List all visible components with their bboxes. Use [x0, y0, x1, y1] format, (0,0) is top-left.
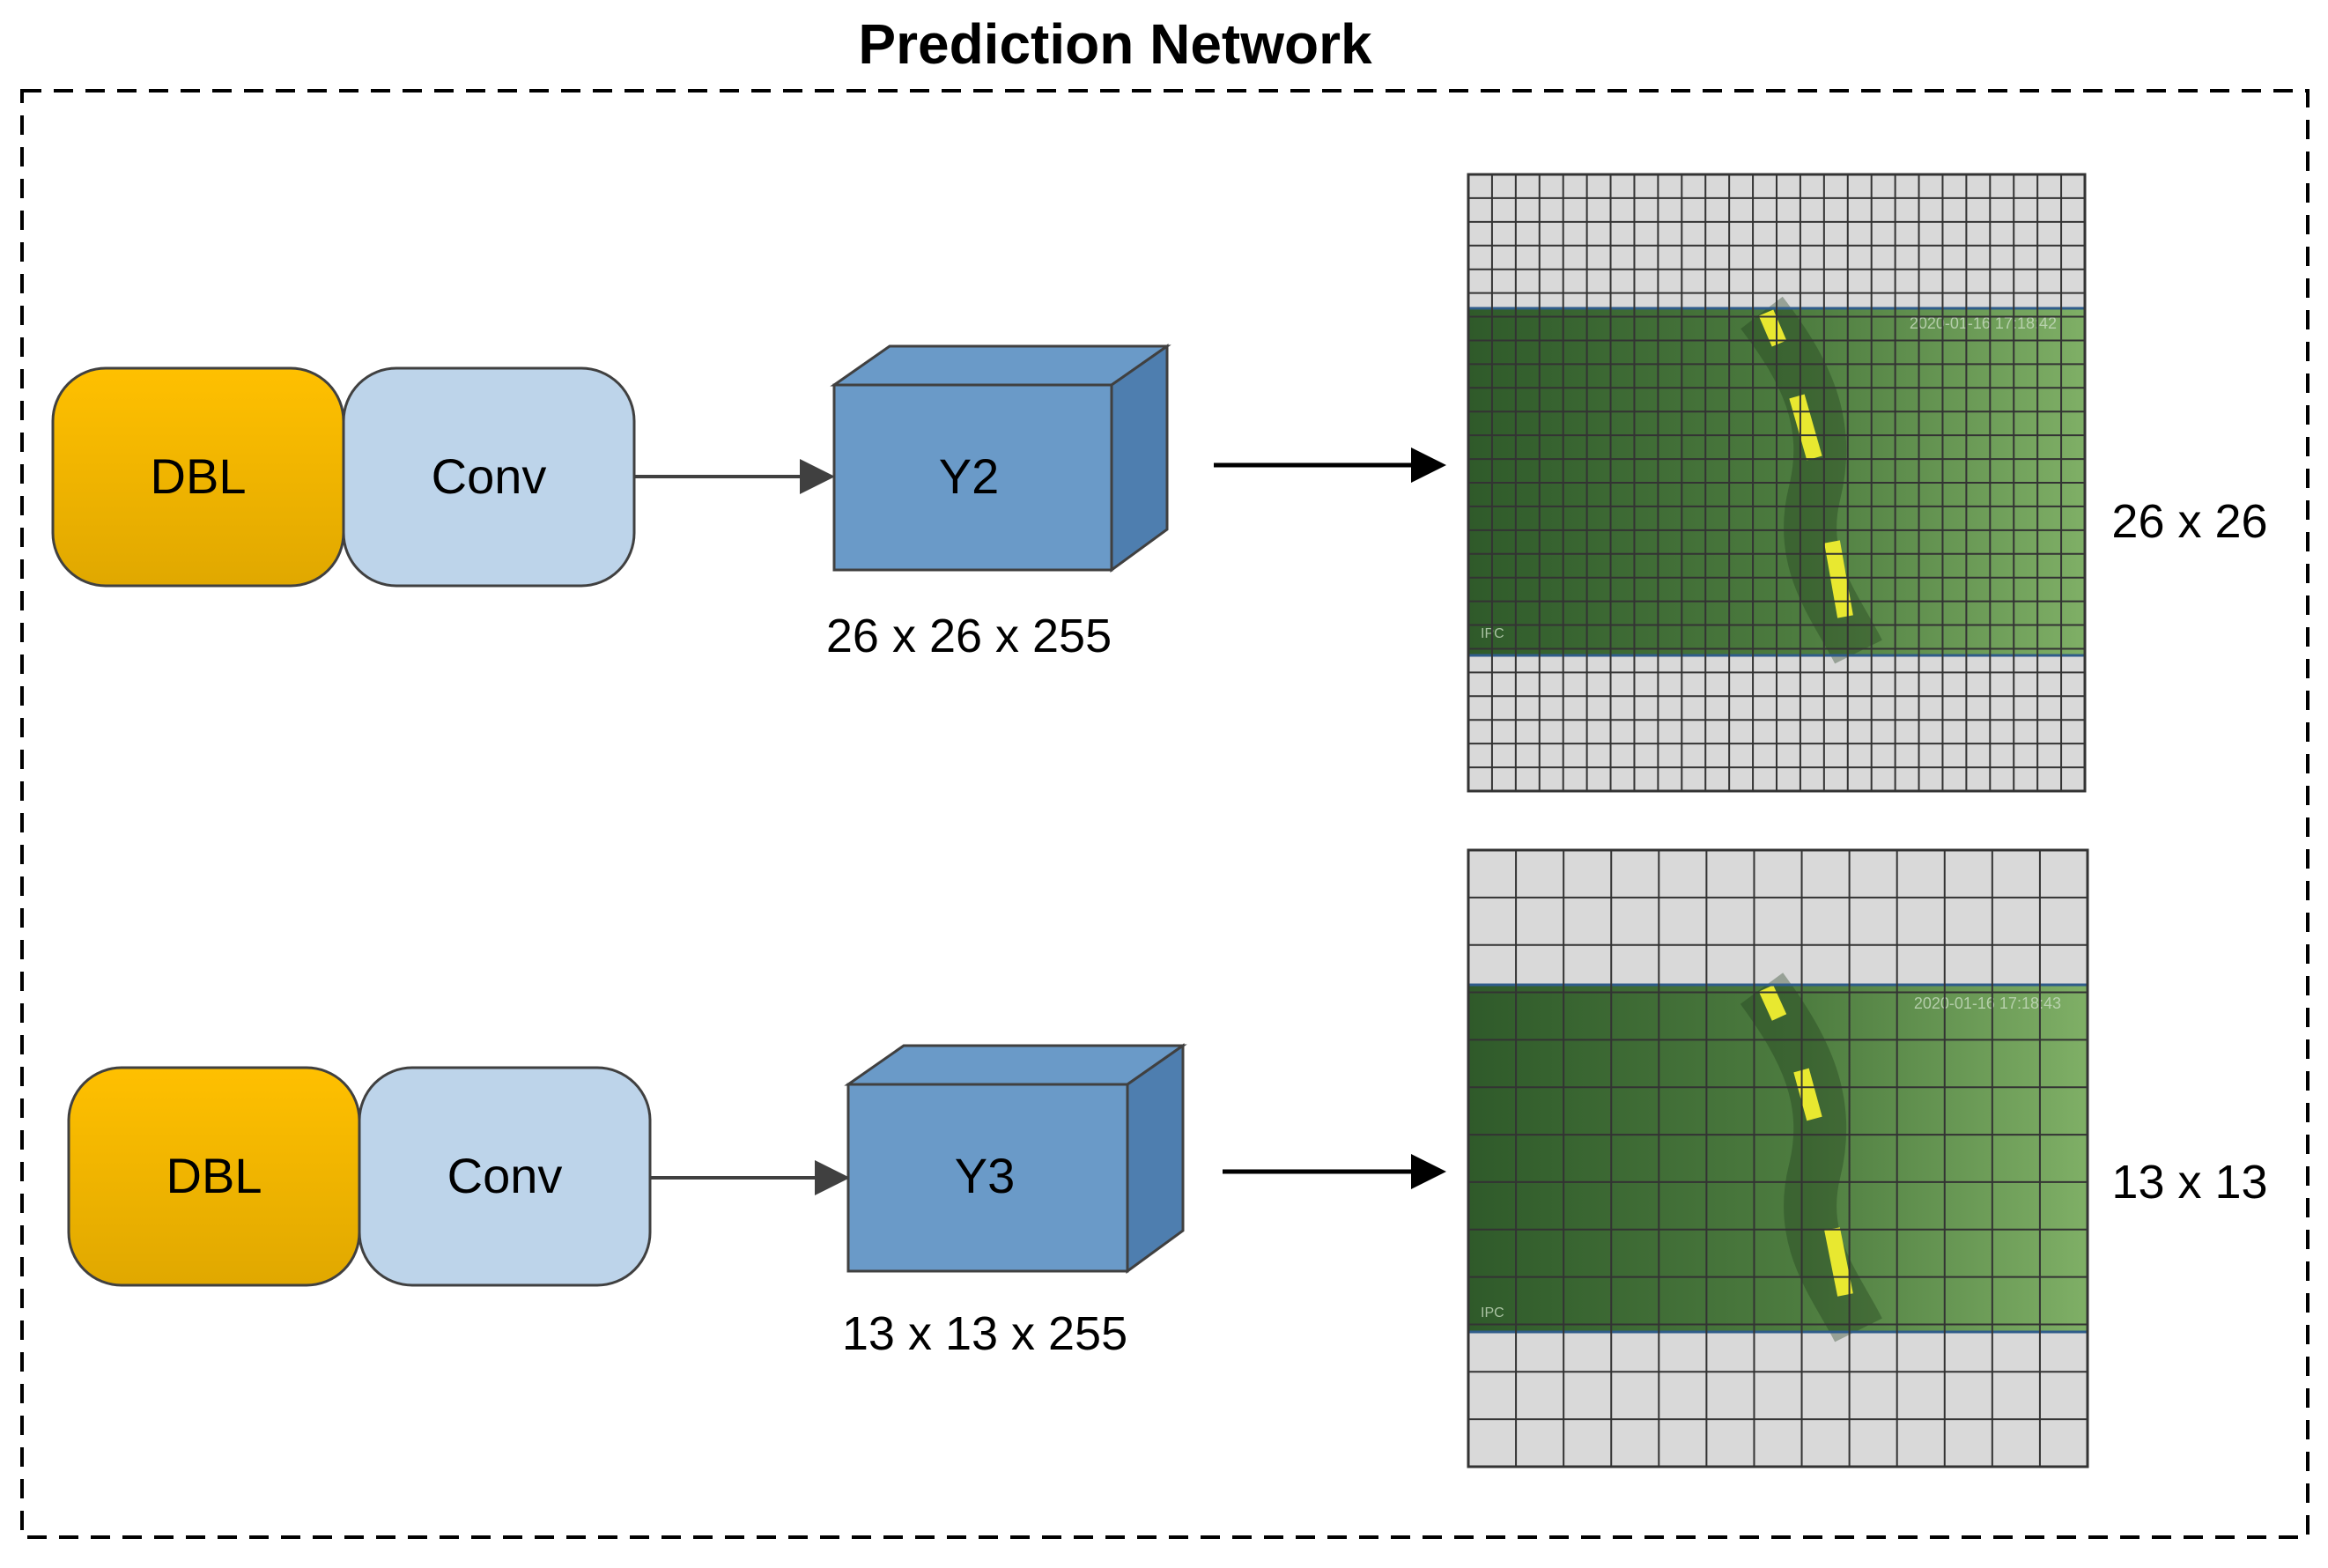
tensor-front-face: [832, 383, 1113, 572]
tensor-shape-label: 26 x 26 x 255: [826, 610, 1112, 662]
tensor-shape-label: 13 x 13 x 255: [842, 1307, 1127, 1360]
overlay-timestamp: 2020-01-16 17:18:43: [1914, 995, 2061, 1012]
grid-image: 2020-01-16 17:18:43 IPC: [1467, 848, 2089, 1468]
diagram-title: Prediction Network: [858, 12, 1372, 76]
dbl-label: DBL: [166, 1148, 262, 1203]
grid-size-label: 26 x 26: [2111, 495, 2267, 548]
conv-label: Conv: [447, 1148, 563, 1203]
grid-size-label: 13 x 13: [2111, 1156, 2267, 1209]
tensor-top-face: [830, 344, 1171, 387]
grid-border: [1467, 173, 2087, 793]
tensor-side-face: [1110, 344, 1169, 573]
overlay-timestamp: 2020-01-16 17:18:42: [1910, 314, 2057, 332]
seaweed-shadow: [1740, 973, 1882, 1342]
grid-border: [1467, 848, 2089, 1468]
grid-lines: [1468, 174, 2085, 791]
tensor-side-face: [1126, 1043, 1185, 1274]
row-y2: DBL Conv Y2 26 x 26 x 255 2020-01-16 17:…: [51, 173, 2268, 793]
tensor-front-face: [846, 1083, 1129, 1273]
row-y3: DBL Conv Y3 13 x 13 x 255 2020-01-16 17:…: [67, 848, 2268, 1468]
underwater-photo: [1468, 985, 2088, 1332]
grid-image: 2020-01-16 17:18:42 IPC: [1467, 173, 2087, 793]
grid-lines: [1468, 850, 2088, 1467]
tensor-label: Y2: [939, 448, 1000, 504]
dbl-label: DBL: [151, 448, 247, 504]
tensor-top-face: [844, 1044, 1187, 1086]
conv-label: Conv: [432, 448, 547, 504]
network-boundary: [20, 89, 2310, 1539]
overlay-corner-text: IPC: [1481, 1305, 1504, 1320]
tensor-label: Y3: [955, 1148, 1016, 1203]
